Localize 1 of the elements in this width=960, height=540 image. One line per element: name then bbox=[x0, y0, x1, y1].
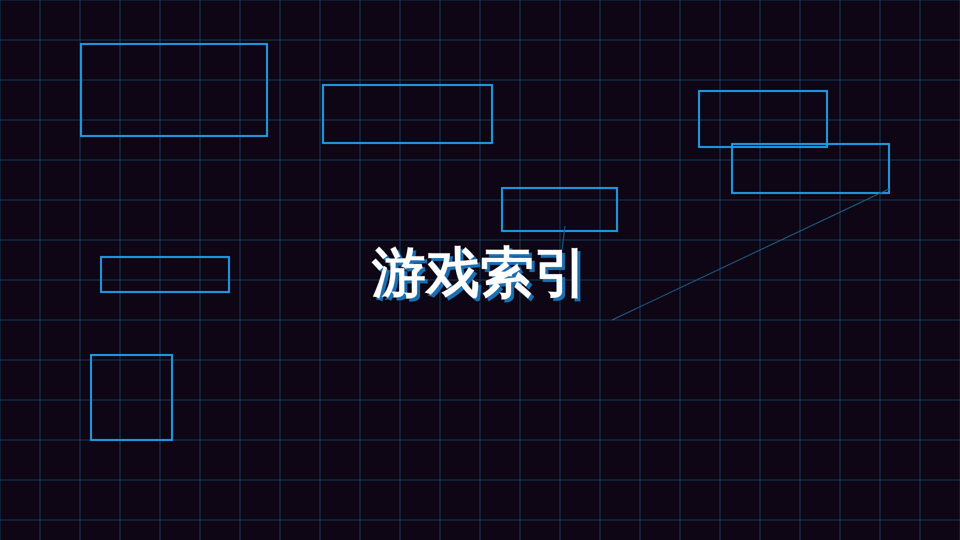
title: 游戏索引 bbox=[372, 240, 588, 306]
